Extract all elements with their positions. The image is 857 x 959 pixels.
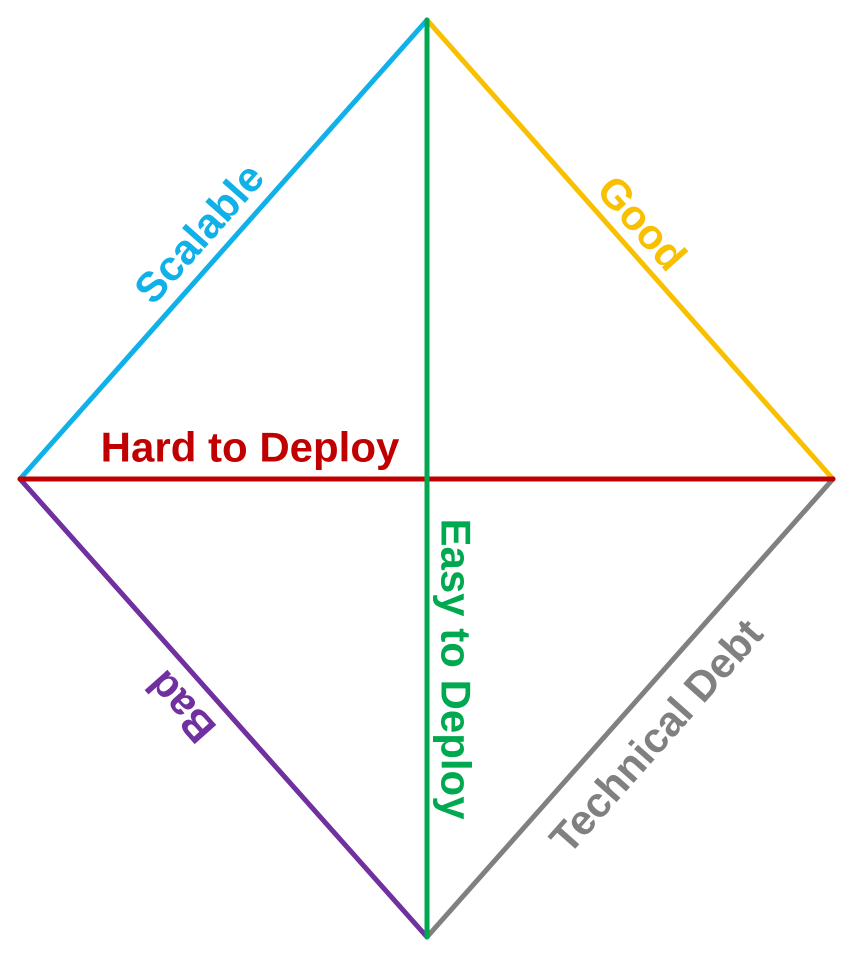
top-left-edge <box>17 17 430 482</box>
technical-debt-label: Technical Debt <box>540 610 771 862</box>
scalable-label: Scalable <box>125 154 273 313</box>
hard-to-deploy-label: Hard to Deploy <box>101 424 400 471</box>
easy-to-deploy-label: Easy to Deploy <box>433 518 480 820</box>
bottom-right-edge <box>424 476 836 940</box>
bad-label: Bad <box>137 662 225 753</box>
bottom-left-edge <box>17 476 430 940</box>
top-right-edge <box>424 17 836 482</box>
